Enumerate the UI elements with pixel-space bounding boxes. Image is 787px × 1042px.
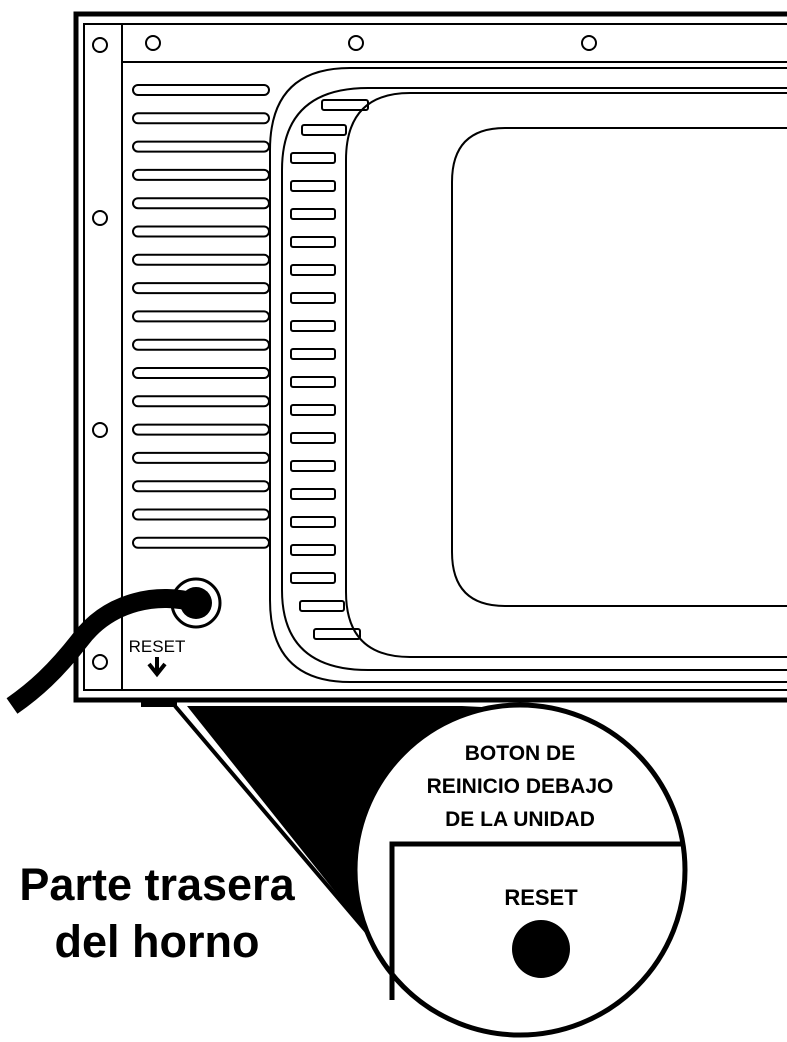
vent-slot	[290, 152, 336, 164]
vent-slot	[132, 310, 270, 323]
vent-slot	[132, 282, 270, 295]
curved-vent-slots	[290, 99, 369, 640]
vent-slot	[290, 516, 336, 528]
screw-hole	[92, 654, 108, 670]
vent-slot	[321, 99, 369, 111]
vent-slot	[132, 84, 270, 96]
screw-holes	[92, 35, 597, 670]
vent-slot	[290, 460, 336, 472]
vent-slot	[132, 451, 270, 464]
caption-line-1: Parte trasera	[19, 859, 295, 910]
oven-body	[73, 11, 787, 703]
screw-hole	[348, 35, 364, 51]
screw-hole	[581, 35, 597, 51]
vent-slot	[290, 292, 336, 304]
vent-slot	[290, 236, 336, 248]
vent-slot	[290, 376, 336, 388]
reset-button	[512, 920, 570, 978]
vent-slot	[290, 488, 336, 500]
vent-slot	[290, 348, 336, 360]
reset-marker: RESET	[129, 637, 186, 707]
vent-slot	[290, 320, 336, 332]
vent-slot	[132, 480, 270, 493]
vent-slot	[132, 367, 270, 379]
cord-cable	[6, 589, 199, 714]
vent-slot	[290, 432, 336, 444]
caption-line-2: del horno	[55, 916, 260, 967]
caption: Parte trasera del horno	[19, 859, 295, 967]
reset-marker-label: RESET	[129, 637, 186, 656]
vent-slot	[290, 264, 336, 276]
vent-slot	[290, 544, 336, 556]
screw-hole	[92, 422, 108, 438]
left-vent-slots	[132, 84, 270, 549]
vent-slot	[290, 180, 336, 192]
vent-slot	[301, 124, 347, 136]
power-cord	[6, 577, 222, 714]
down-arrow-icon	[147, 657, 167, 678]
vent-slot	[132, 140, 270, 153]
vent-slot	[290, 572, 336, 584]
vent-slot	[132, 253, 270, 266]
callout-circle	[352, 702, 688, 1038]
vent-slot	[313, 628, 361, 640]
reset-button-location	[141, 700, 177, 707]
vent-slot	[290, 404, 336, 416]
screw-hole	[92, 37, 108, 53]
callout-line-1: BOTON DE	[465, 742, 575, 765]
vent-slot	[132, 508, 270, 521]
callout-reset-label: RESET	[504, 885, 578, 910]
oven-outer-frame	[73, 11, 787, 703]
screw-hole	[92, 210, 108, 226]
raised-panel-inner	[281, 87, 787, 671]
screw-hole	[145, 35, 161, 51]
vent-slot	[132, 338, 270, 351]
vent-slot	[299, 600, 345, 612]
vent-slot	[132, 225, 270, 238]
magnifier-wedge-edge	[173, 704, 374, 940]
vent-slot	[132, 168, 270, 181]
vent-slot	[132, 536, 270, 549]
left-rail	[83, 23, 123, 691]
magnifier-callout: BOTON DE REINICIO DEBAJO DE LA UNIDAD RE…	[173, 702, 688, 1038]
callout-line-3: DE LA UNIDAD	[445, 808, 595, 831]
callout-line-2: REINICIO DEBAJO	[427, 775, 614, 798]
vent-slot	[132, 197, 270, 210]
underside-panel	[389, 841, 683, 1000]
innermost-panel	[451, 127, 787, 607]
vent-slot	[132, 423, 270, 436]
inner-panel	[345, 92, 787, 658]
raised-panel-outer	[269, 67, 787, 683]
vent-slot	[132, 395, 270, 408]
vent-slot	[290, 208, 336, 220]
vent-slot	[132, 112, 270, 125]
